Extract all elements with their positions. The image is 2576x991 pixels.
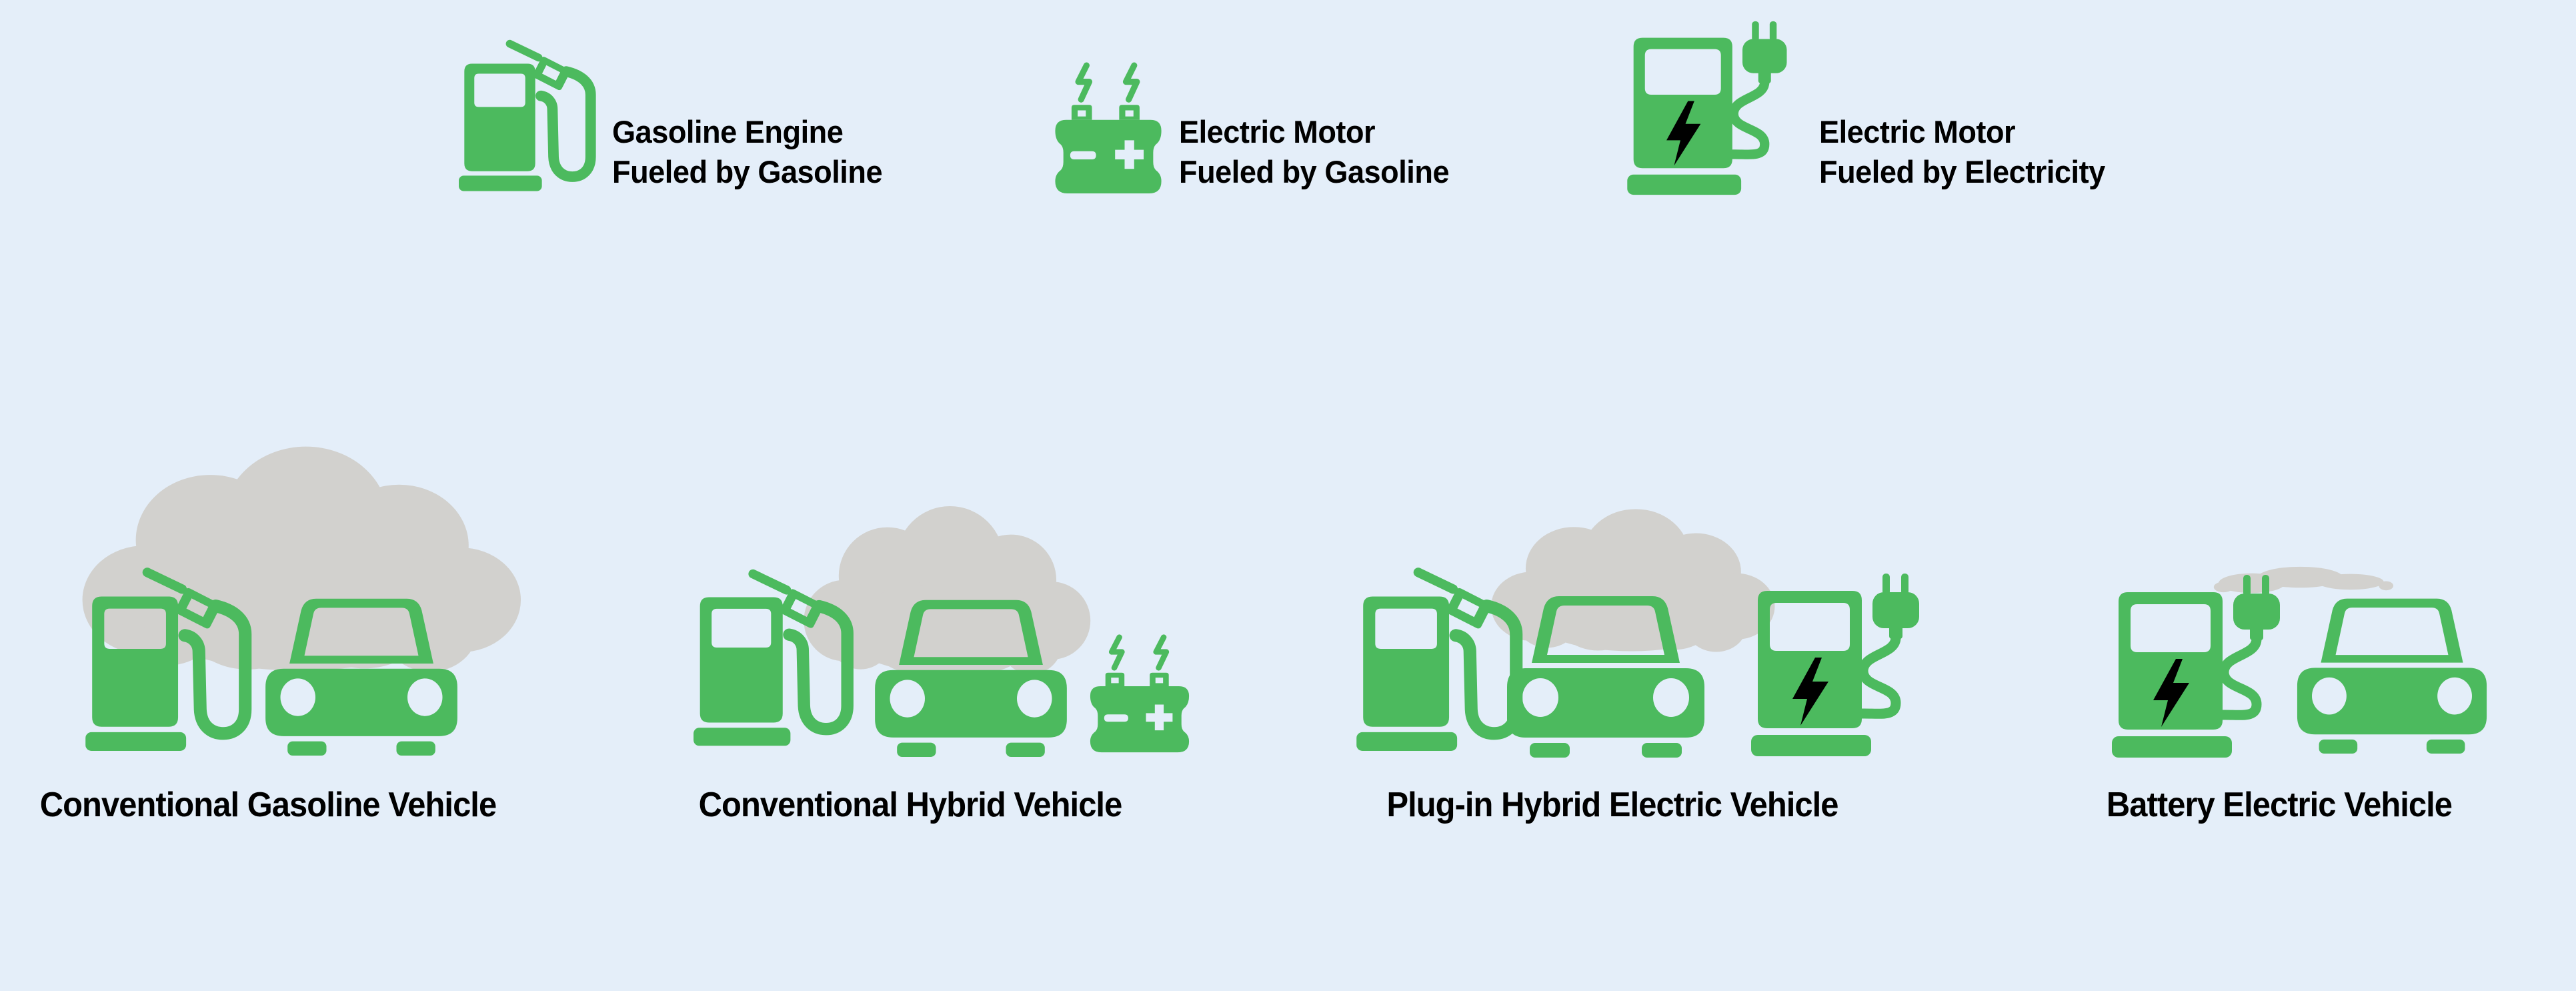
- legend-label-line: Electric Motor: [1179, 114, 1376, 149]
- legend-label-line: Fueled by Electricity: [1819, 154, 2105, 189]
- car-icon: [264, 594, 459, 756]
- legend-label-gasoline-engine: Gasoline Engine Fueled by Gasoline: [612, 112, 883, 192]
- car-icon: [1506, 591, 1706, 758]
- vehicle-label: Battery Electric Vehicle: [2106, 786, 2453, 824]
- vehicle-label: Conventional Gasoline Vehicle: [39, 786, 497, 824]
- car-icon: [2296, 594, 2488, 754]
- gas-pump-icon: [85, 550, 260, 751]
- vehicle-label: Plug-in Hybrid Electric Vehicle: [1386, 786, 1838, 824]
- gas-pump-icon: [694, 551, 862, 747]
- charging-station-icon: [2112, 574, 2289, 759]
- legend-label-line: Gasoline Engine: [612, 114, 844, 149]
- car-icon: [874, 595, 1068, 757]
- legend-label-line: Fueled by Gasoline: [612, 154, 883, 189]
- charging-station-icon: [1751, 572, 1928, 758]
- legend-label-line: Electric Motor: [1819, 114, 2016, 149]
- gas-pump-icon: [1356, 550, 1531, 751]
- legend-label-electric-motor-electricity: Electric Motor Fueled by Electricity: [1819, 112, 2105, 192]
- battery-icon: [1089, 634, 1190, 754]
- charging-station-icon: [1627, 20, 1795, 196]
- gas-pump-icon: [459, 24, 603, 192]
- legend-label-electric-motor-gasoline: Electric Motor Fueled by Gasoline: [1179, 112, 1450, 192]
- battery-icon: [1052, 61, 1164, 195]
- vehicle-label: Conventional Hybrid Vehicle: [698, 786, 1123, 824]
- legend-label-line: Fueled by Gasoline: [1179, 154, 1450, 189]
